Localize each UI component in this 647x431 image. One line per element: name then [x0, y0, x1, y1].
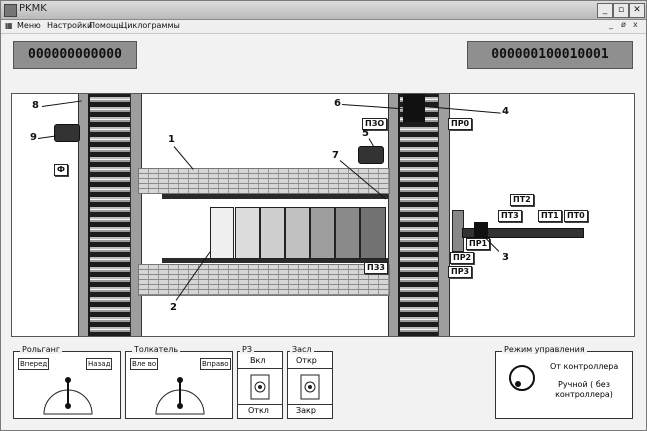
menu-item-main[interactable]: Меню — [17, 21, 41, 30]
rz-off-label: Откл — [248, 406, 269, 415]
tolkatel-switch[interactable] — [154, 376, 206, 416]
mode-selector-knob[interactable] — [508, 364, 536, 392]
menu-item-cyclograms[interactable]: Циклограммы — [121, 21, 180, 30]
panel-tolkatel: Толкатель Вле во Вправо — [125, 345, 233, 419]
tolkatel-right-button[interactable]: Вправо — [200, 358, 231, 370]
panel-zasl: Засл Откр Закр — [287, 345, 333, 419]
panel-mode-title: Режим управления — [502, 345, 587, 354]
left-roller-conveyor — [88, 94, 132, 336]
leader-8 — [41, 100, 82, 107]
pusher-rod — [462, 228, 584, 238]
rolgang-forward-button[interactable]: Вперед — [18, 358, 50, 370]
right-roller-conveyor — [398, 94, 440, 336]
furnace-bottom-wall — [138, 264, 390, 296]
title-bar: PKMK _ ▫ ✕ — [1, 1, 646, 20]
callout-9: 9 — [30, 132, 37, 143]
sensor-pzo: ПЗО — [362, 118, 388, 130]
leader-1 — [173, 146, 194, 170]
callout-6: 6 — [334, 98, 341, 109]
tolkatel-left-button[interactable]: Вле во — [130, 358, 159, 370]
process-scene: Ф ПЗО ПР0 ПР1 ПР2 ПР3 ПЗ3 ПТ0 ПТ1 ПТ2 ПТ… — [11, 93, 635, 337]
mode-option-manual[interactable]: Ручной ( без контроллера) — [555, 380, 613, 399]
callout-7: 7 — [332, 150, 339, 161]
menu-item-help[interactable]: Помощь — [89, 21, 124, 30]
furnace-top-wall — [138, 168, 390, 194]
rolgang-back-button[interactable]: Назад — [86, 358, 113, 370]
panel-rz-title: РЗ — [240, 345, 254, 354]
counter-right: 000000100010001 — [467, 41, 633, 69]
damper — [403, 94, 425, 122]
callout-1: 1 — [168, 134, 175, 145]
sensor-pt2: ПТ2 — [510, 194, 534, 206]
panel-rolgang-title: Рольганг — [20, 345, 63, 354]
callout-4: 4 — [502, 106, 509, 117]
panel-tolkatel-title: Толкатель — [132, 345, 181, 354]
billet-5 — [310, 207, 335, 259]
sensor-pr1: ПР1 — [466, 238, 491, 250]
right-conveyor-frame-right — [438, 94, 450, 336]
sensor-pr2: ПР2 — [450, 252, 475, 264]
billet-1 — [210, 207, 234, 259]
panel-zasl-title: Засл — [290, 345, 314, 354]
callout-5: 5 — [362, 128, 369, 139]
close-button[interactable]: ✕ — [629, 3, 645, 18]
sensor-f: Ф — [54, 164, 68, 176]
sensor-pr3: ПР3 — [448, 266, 473, 278]
menu-item-settings[interactable]: Настройки — [47, 21, 93, 30]
menu-icon[interactable]: ▦ — [5, 21, 13, 30]
menu-bar: ▦ Меню Настройки Помощь Циклограммы _ ø … — [1, 20, 646, 34]
sensor-pt0: ПТ0 — [564, 210, 588, 222]
counter-left: 000000000000 — [13, 41, 137, 69]
zasl-close-label: Закр — [296, 406, 316, 415]
rz-on-label: Вкл — [250, 356, 266, 365]
billet-7 — [360, 207, 386, 259]
zasl-toggle-switch[interactable] — [300, 374, 320, 400]
maximize-button[interactable]: ▫ — [613, 3, 629, 18]
mode-option-controller[interactable]: От контроллера — [550, 362, 619, 371]
window-title: PKMK — [19, 3, 47, 14]
minimize-button[interactable]: _ — [597, 3, 613, 18]
panel-rz: РЗ Вкл Откл — [237, 345, 283, 419]
zasl-open-label: Откр — [296, 356, 317, 365]
motor-right-icon — [358, 146, 384, 164]
mdi-minimize-button[interactable]: _ — [609, 20, 613, 29]
panel-rolgang: Рольганг Вперед Назад — [13, 345, 121, 419]
furnace-top-rail — [162, 194, 388, 199]
mdi-restore-button[interactable]: ø — [621, 20, 626, 29]
sensor-pt1: ПТ1 — [538, 210, 562, 222]
sensor-pt3: ПТ3 — [498, 210, 522, 222]
sensor-pz3: ПЗ3 — [364, 262, 388, 274]
rolgang-switch[interactable] — [42, 376, 94, 416]
sensor-pr0: ПР0 — [448, 118, 473, 130]
callout-8: 8 — [32, 100, 39, 111]
billet-6 — [335, 207, 360, 259]
left-conveyor-frame-right — [130, 94, 142, 336]
app-icon — [4, 4, 17, 17]
motor-left-icon — [54, 124, 80, 142]
callout-2: 2 — [170, 302, 177, 313]
billet-4 — [285, 207, 310, 259]
billet-3 — [260, 207, 285, 259]
billet-2 — [235, 207, 260, 259]
panel-mode: Режим управления От контроллера Ручной (… — [495, 345, 633, 419]
rz-toggle-switch[interactable] — [250, 374, 270, 400]
mdi-close-button[interactable]: x — [633, 20, 638, 29]
callout-3: 3 — [502, 252, 509, 263]
furnace-bottom-rail — [162, 258, 388, 263]
